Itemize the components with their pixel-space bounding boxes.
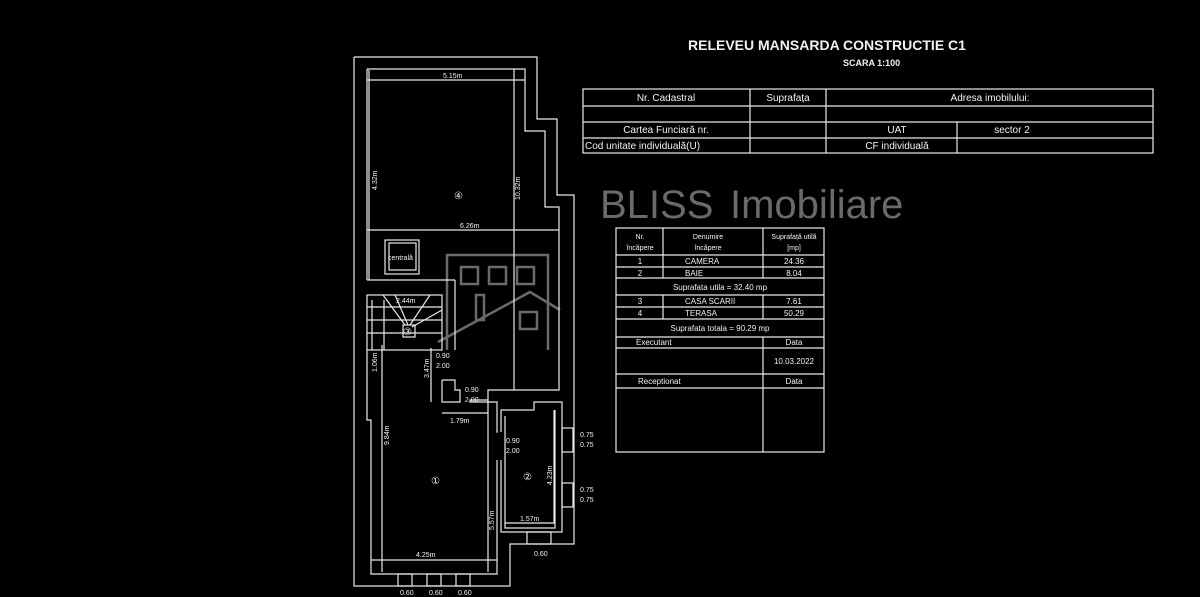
receptionat-label: Receptionat — [638, 377, 681, 386]
room-area: 8.04 — [786, 269, 802, 278]
info-table: Nr. Cadastral Suprafața Adresa imobilulu… — [582, 88, 1154, 154]
dim-left-small: 1.06m — [372, 352, 379, 372]
cartea-funciara-label: Cartea Funciară nr. — [623, 125, 709, 136]
room-nr: 4 — [638, 309, 643, 318]
room-label-2: ② — [523, 472, 532, 483]
executant-label: Executant — [636, 338, 672, 347]
data-label: Data — [786, 338, 803, 347]
dim-room1-r: 5.57m — [489, 510, 496, 530]
date-value: 10.03.2022 — [774, 357, 815, 366]
window-dim: 0.60 — [534, 551, 548, 558]
room-label-1: ① — [431, 476, 440, 487]
door-width: 0.90 — [506, 438, 520, 445]
header-suprafata: Suprafață utilă — [771, 234, 816, 241]
dim-terrace-side: 4.32m — [372, 170, 379, 190]
inner-wall — [367, 68, 560, 433]
dim-bath-w: 1.57m — [520, 516, 540, 523]
room-area: 24.36 — [784, 257, 805, 266]
cod-unitate-label: Cod unitate individuală(U) — [585, 141, 700, 152]
table-row: 1 CAMERA 24.36 — [638, 257, 805, 266]
dim-bath-h: 4.23m — [547, 465, 554, 485]
header-nr: încăpere — [625, 245, 653, 252]
room-nr: 2 — [638, 269, 643, 278]
dim-mid: 3.47m — [424, 358, 431, 378]
window-width: 0.75 — [580, 432, 594, 439]
door-width: 0.90 — [465, 387, 479, 394]
window-dim: 0.60 — [458, 590, 472, 597]
room-name: TERASA — [685, 309, 718, 318]
header-denumire: încăpere — [693, 245, 721, 252]
drawing-title: RELEVEU MANSARDA CONSTRUCTIE C1 — [688, 37, 966, 53]
staircase — [366, 294, 443, 351]
window-dim: 0.60 — [429, 590, 443, 597]
room-name: CASA SCARII — [685, 297, 735, 306]
room-nr: 3 — [638, 297, 643, 306]
sector-value: sector 2 — [994, 125, 1030, 136]
room-area: 7.61 — [786, 297, 802, 306]
room-label-4: ④ — [454, 191, 463, 202]
outer-wall — [353, 56, 575, 587]
room-name: CAMERA — [685, 257, 720, 266]
dim-terrace-width: 6.26m — [460, 223, 480, 230]
table-row: 3 CASA SCARII 7.61 — [638, 297, 803, 306]
window-width: 0.75 — [580, 487, 594, 494]
dim-terrace-top: 5.15m — [443, 73, 463, 80]
table-row: 4 TERASA 50.29 — [638, 309, 805, 318]
rooms-table: Nr. încăpere Denumire încăpere Suprafață… — [615, 227, 825, 453]
data-label: Data — [786, 377, 803, 386]
heater-box — [384, 239, 420, 275]
header-suprafata: [mp] — [787, 245, 801, 252]
total-area: Suprafata totala = 90.29 mp — [671, 324, 771, 333]
room-nr: 1 — [638, 257, 643, 266]
uat-label: UAT — [887, 125, 906, 136]
door-height: 2.00 — [506, 448, 520, 455]
heater-label: centrală — [388, 255, 413, 262]
cf-individuala-label: CF individuală — [865, 141, 929, 152]
door-height: 2.00 — [436, 363, 450, 370]
watermark-logo — [437, 253, 561, 350]
dim-room1-h: 9.84m — [384, 425, 391, 445]
room-label-3: ③ — [403, 327, 412, 338]
watermark-sub: Imobiliare — [730, 183, 903, 227]
header-suprafata: Suprafața — [766, 93, 810, 104]
dim-room1-w: 4.25m — [416, 552, 436, 559]
room-name: BAIE — [685, 269, 703, 278]
door-height: 2.00 — [465, 397, 479, 404]
header-cadastral: Nr. Cadastral — [637, 93, 695, 104]
table-row: 2 BAIE 8.04 — [638, 269, 803, 278]
door-width: 0.90 — [436, 353, 450, 360]
header-nr: Nr. — [636, 234, 645, 241]
window-dim: 0.60 — [400, 590, 414, 597]
header-denumire: Denumire — [693, 234, 723, 241]
dim-tall: 10.32m — [515, 176, 522, 200]
watermark-brand: BLISS — [600, 183, 713, 227]
subtotal-area: Suprafata utila = 32.40 mp — [673, 283, 768, 292]
dim-stairs: 2.44m — [396, 298, 416, 305]
header-adresa: Adresa imobilului: — [951, 93, 1030, 104]
drawing-scale: SCARA 1:100 — [843, 58, 900, 68]
window-height: 0.75 — [580, 442, 594, 449]
dim-corridor: 1.79m — [450, 418, 470, 425]
window-height: 0.75 — [580, 497, 594, 504]
room-area: 50.29 — [784, 309, 805, 318]
